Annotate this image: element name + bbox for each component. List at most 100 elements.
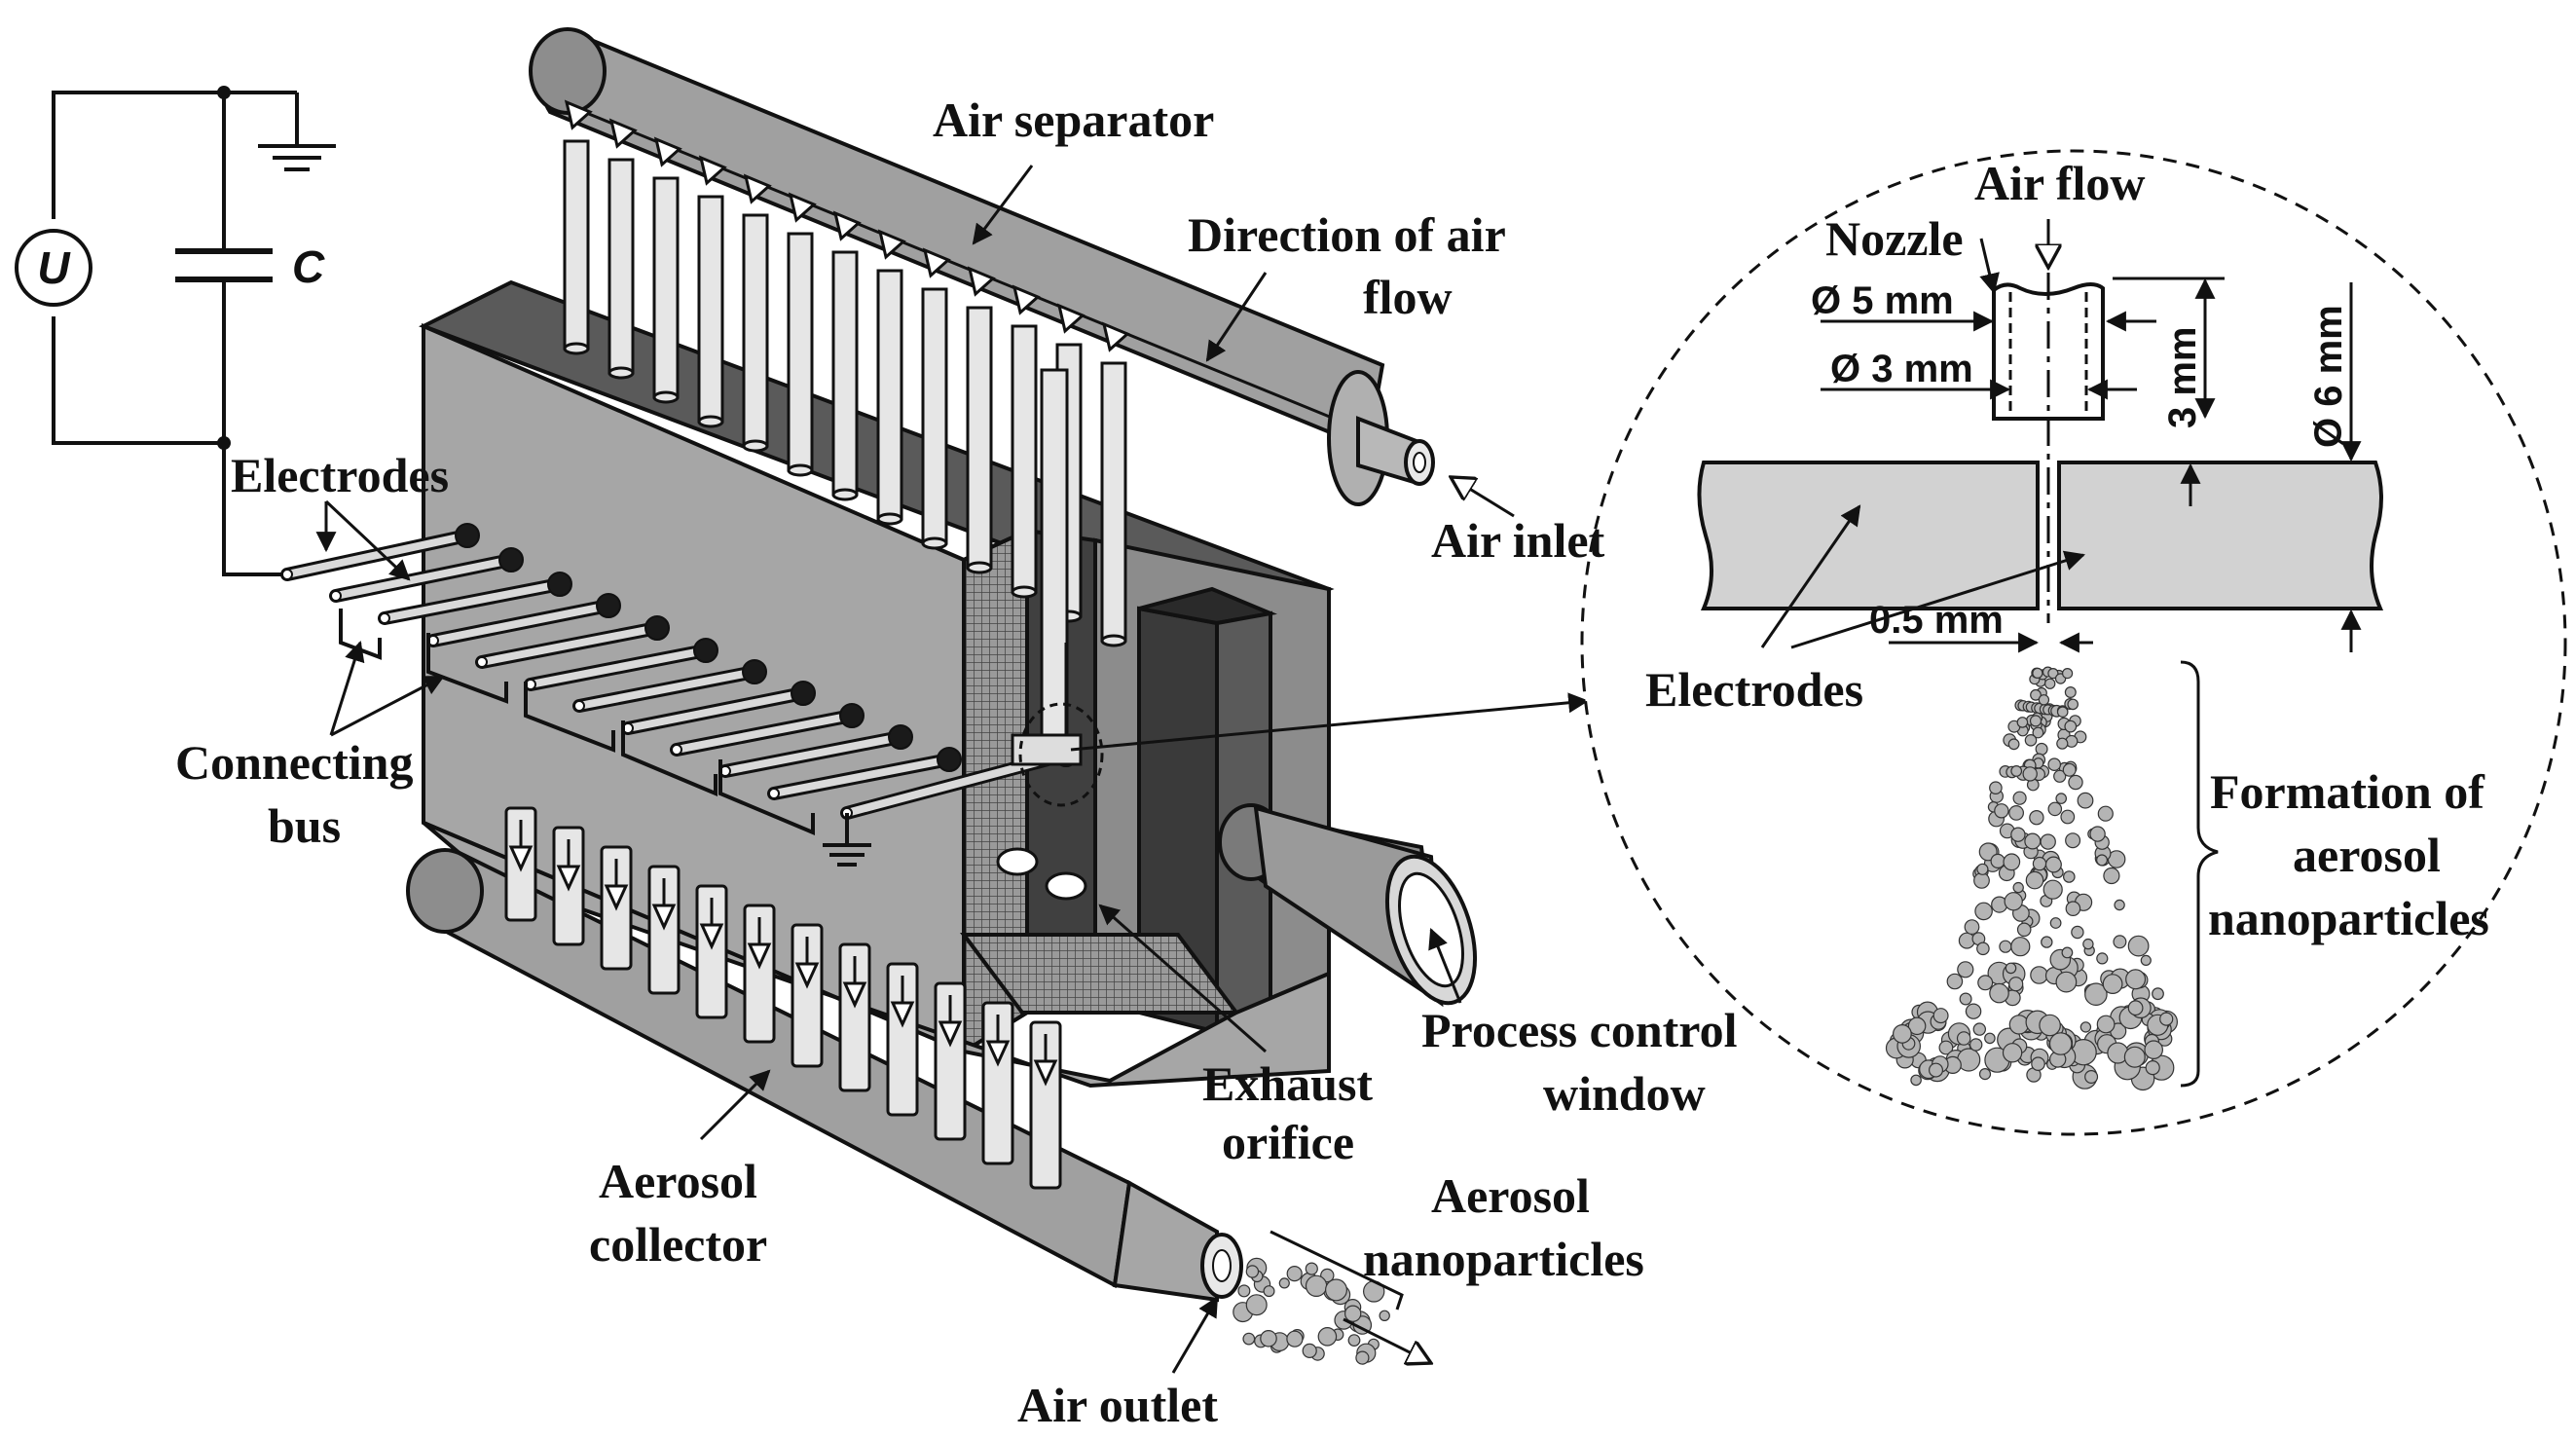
nanoparticle xyxy=(2084,1069,2099,1084)
nanoparticle xyxy=(1959,992,1972,1006)
feed-tube xyxy=(921,247,951,550)
nanoparticle xyxy=(2060,809,2076,825)
label-process-line2: window xyxy=(1543,1066,1706,1121)
nanoparticle xyxy=(2008,805,2025,821)
nanoparticle xyxy=(2125,969,2147,990)
label-connecting-line1: Connecting xyxy=(175,735,413,790)
nanoparticle xyxy=(1965,1003,1982,1019)
nanoparticle xyxy=(1956,1031,1971,1046)
nanoparticle xyxy=(1302,1343,1317,1359)
nanoparticle xyxy=(1907,1016,1927,1036)
nanoparticle xyxy=(2041,936,2053,948)
nanoparticle xyxy=(2145,1059,2160,1076)
feed-tube xyxy=(742,173,772,453)
nanoparticle xyxy=(2077,792,2094,809)
electrode-rod xyxy=(621,681,816,735)
label-process-line1: Process control xyxy=(1421,1003,1738,1057)
nanoparticle xyxy=(1932,1008,1949,1024)
nanoparticle xyxy=(2012,791,2027,805)
feed-tube xyxy=(563,99,593,355)
nanoparticle xyxy=(1964,919,1980,935)
flow-direction-icon xyxy=(877,229,906,260)
exit-tube xyxy=(647,865,681,995)
nanoparticle xyxy=(2063,870,2076,883)
label-aerosol-np-line1: Aerosol xyxy=(1431,1168,1590,1223)
label-air-outlet: Air outlet xyxy=(1017,1378,1218,1432)
electrode-rod xyxy=(378,572,572,625)
electrode-rod xyxy=(524,638,718,691)
electrode-rod xyxy=(475,615,670,669)
spray-nanoparticles xyxy=(1885,666,2179,1091)
nanoparticle xyxy=(2016,717,2029,728)
exit-tube xyxy=(504,806,537,922)
nanoparticle xyxy=(1928,1062,1943,1078)
nanoparticle xyxy=(2065,832,2081,849)
nanoparticle xyxy=(2062,762,2077,777)
nanoparticle xyxy=(2032,667,2043,680)
label-aerosol-np-line2: nanoparticles xyxy=(1363,1232,1644,1286)
feed-tube xyxy=(1011,284,1041,599)
nanoparticle xyxy=(1978,1067,1992,1081)
nanoparticle xyxy=(2043,678,2056,689)
flow-direction-icon xyxy=(564,99,593,130)
detail-gap: 0.5 mm xyxy=(1869,599,2004,642)
nanoparticle xyxy=(1969,1038,1983,1052)
nanoparticle xyxy=(2114,899,2125,911)
nanoparticle xyxy=(2071,925,2084,940)
electrode-rod xyxy=(280,523,480,581)
nozzle xyxy=(1992,224,2105,623)
nanoparticle xyxy=(2030,966,2048,984)
flow-direction-icon xyxy=(743,173,772,204)
flow-direction-icon xyxy=(1101,321,1130,352)
nanoparticle xyxy=(2029,810,2044,826)
label-connecting-line2: bus xyxy=(268,798,341,853)
nanoparticle xyxy=(1990,853,2006,869)
nanoparticle xyxy=(2113,935,2127,949)
nanoparticle xyxy=(2047,667,2059,680)
ground-icon xyxy=(823,813,871,867)
nanoparticle xyxy=(1317,1327,1338,1347)
nanoparticle xyxy=(1355,1350,1370,1365)
flow-direction-icon xyxy=(967,266,996,297)
nanoparticle xyxy=(2022,766,2038,782)
electrode-rod xyxy=(767,747,962,800)
exit-tube xyxy=(838,942,871,1092)
nanoparticle xyxy=(1278,1277,1290,1289)
nanoparticle xyxy=(1286,1265,1303,1282)
nanoparticle xyxy=(2103,867,2120,885)
nanoparticle xyxy=(1994,803,2009,819)
capacitor-symbol: C xyxy=(292,241,325,292)
nanoparticle xyxy=(1972,1022,1987,1036)
nanoparticle xyxy=(2031,1056,2045,1071)
nanoparticle xyxy=(2032,726,2044,739)
outlet-nanoparticles xyxy=(1233,1257,1390,1365)
air-feed-tubes xyxy=(563,99,1130,761)
detail-d5: Ø 5 mm xyxy=(1811,279,1954,322)
electrode-rod xyxy=(670,703,865,757)
exhaust-orifice-hole-2 xyxy=(1045,871,1087,901)
nanoparticle xyxy=(1286,1330,1304,1348)
nanoparticle xyxy=(2144,1040,2163,1059)
nanoparticle xyxy=(2042,879,2063,900)
nanoparticle xyxy=(1343,1305,1362,1322)
nanoparticle xyxy=(2102,974,2123,994)
nanoparticle xyxy=(2068,774,2083,791)
detail-view xyxy=(1580,149,2567,1136)
detail-formation-line2: aerosol xyxy=(2293,828,2441,882)
nanoparticle xyxy=(2004,892,2023,911)
power-circuit: U C xyxy=(15,86,336,576)
feed-tube xyxy=(697,155,727,428)
flow-direction-icon xyxy=(1056,303,1086,334)
nanoparticle xyxy=(2079,1021,2092,1033)
air-separator-pipe xyxy=(529,27,1435,506)
nanoparticle xyxy=(1910,1074,1922,1087)
exit-tube xyxy=(600,845,633,971)
nanoparticle xyxy=(2012,881,2024,894)
detail-d3: Ø 3 mm xyxy=(1830,348,1973,390)
label-air-inlet: Air inlet xyxy=(1431,513,1605,568)
feed-tube xyxy=(1100,321,1130,647)
nanoparticle xyxy=(2096,1015,2116,1034)
electrode-rods xyxy=(280,523,1079,820)
flow-direction-icon xyxy=(922,247,951,278)
nanoparticle xyxy=(2025,870,2044,890)
